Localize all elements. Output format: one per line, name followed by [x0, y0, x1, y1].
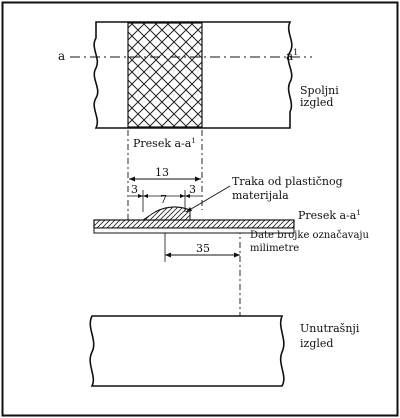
plastic-strip-leader: [185, 185, 231, 213]
dimension-35-label: 35: [196, 242, 210, 255]
outer-view-block: [93, 21, 293, 129]
section-title-top: Presek a-a1: [133, 137, 196, 150]
inner-view-block: [89, 315, 285, 387]
mesh-strip: [127, 22, 203, 128]
section-side-label: Presek a-a1: [298, 209, 361, 222]
dimension-3-right-label: 3: [189, 183, 196, 196]
dimension-7-label: 7: [160, 193, 167, 206]
units-note: Date brojke označavaju milimetre: [250, 230, 372, 254]
plastic-strip-label: Traka od plastičnog materijala: [232, 175, 346, 202]
cross-section: [93, 206, 295, 234]
outer-view-label: Spoljni izgled: [300, 84, 342, 109]
inner-view-label: Unutrašnji izgled: [300, 322, 363, 350]
dimension-13-label: 13: [155, 166, 169, 179]
section-marker-right: a1: [286, 48, 298, 63]
dimension-3-left-label: 3: [131, 183, 138, 196]
section-marker-left: a: [58, 49, 65, 63]
